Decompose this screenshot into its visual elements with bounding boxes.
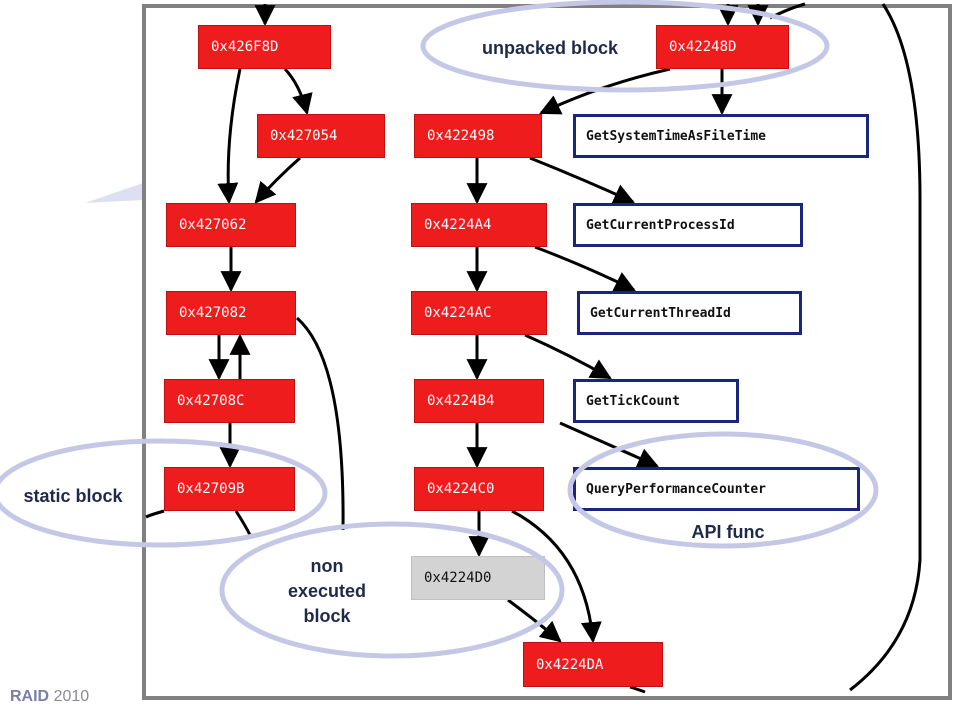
- block-node-0x4224ac: 0x4224AC: [411, 291, 547, 335]
- block-node-0x427062: 0x427062: [166, 203, 296, 247]
- block-node-0x4224da: 0x4224DA: [523, 642, 663, 687]
- block-node-0x42709b: 0x42709B: [164, 467, 295, 511]
- callout-line-1: non: [310, 556, 344, 576]
- edge-offscreen-top: [769, 2, 806, 20]
- edge-b_4224A4-to-api_tid: [534, 245, 636, 292]
- edge-offscreen-left-b: [234, 510, 252, 536]
- block-node-0x4224d0: 0x4224D0: [411, 556, 545, 600]
- callout-api-func: API func: [691, 522, 765, 542]
- edge-b_4224B4-to-api_perf: [559, 421, 659, 468]
- block-node-0x42708c: 0x42708C: [164, 379, 295, 423]
- edge-offscreen-left-loop: [296, 316, 345, 531]
- edge-offscreen-right: [849, 3, 922, 692]
- footer-label: RAID 2010: [10, 688, 89, 706]
- api-node-getcurrentprocessid: GetCurrentProcessId: [573, 203, 803, 247]
- block-node-0x427054: 0x427054: [257, 114, 385, 158]
- block-node-0x422498: 0x422498: [414, 114, 542, 158]
- callout-line-2: executed: [287, 581, 367, 601]
- edge-b_4224D0-to-b_4224DA: [507, 598, 562, 643]
- edge-b_426F8D-to-b_427054: [283, 67, 313, 116]
- callout-static-block: static block: [23, 486, 123, 506]
- edge-offscreen-bottom: [629, 685, 646, 694]
- edge-b_4224AC-to-api_tick: [524, 333, 612, 380]
- callout-non-executed-block: non executed block: [262, 554, 392, 629]
- edge-b_426F8D-to-b_427062: [217, 68, 242, 205]
- background-arrow-shape: [85, 183, 143, 203]
- api-node-getsystemtimeasfiletime: GetSystemTimeAsFileTime: [573, 114, 869, 158]
- edge-b_42248D-to-b_422498: [539, 67, 671, 115]
- edge-b_4224C0-to-b_4224DA: [511, 509, 602, 644]
- api-node-queryperformancecounter: QueryPerformanceCounter: [573, 467, 860, 511]
- api-node-getcurrentthreadid: GetCurrentThreadId: [577, 291, 802, 335]
- callout-unpacked-block: unpacked block: [481, 38, 619, 58]
- footer-brand: RAID: [10, 688, 50, 705]
- api-node-gettickcount: GetTickCount: [573, 379, 739, 423]
- block-node-0x42248d: 0x42248D: [656, 25, 789, 69]
- edge-offscreen-left-a: [145, 509, 165, 519]
- block-node-0x426f8d: 0x426F8D: [198, 25, 331, 69]
- block-node-0x4224c0: 0x4224C0: [414, 467, 544, 511]
- callout-line-3: block: [303, 606, 351, 626]
- footer-year: 2010: [53, 688, 90, 705]
- edge-b_427054-to-b_427062: [254, 156, 301, 204]
- edge-b_422498-to-api_pid: [529, 156, 635, 204]
- block-node-0x4224b4: 0x4224B4: [414, 379, 544, 423]
- block-node-0x427082: 0x427082: [166, 291, 296, 335]
- block-node-0x4224a4: 0x4224A4: [411, 203, 547, 247]
